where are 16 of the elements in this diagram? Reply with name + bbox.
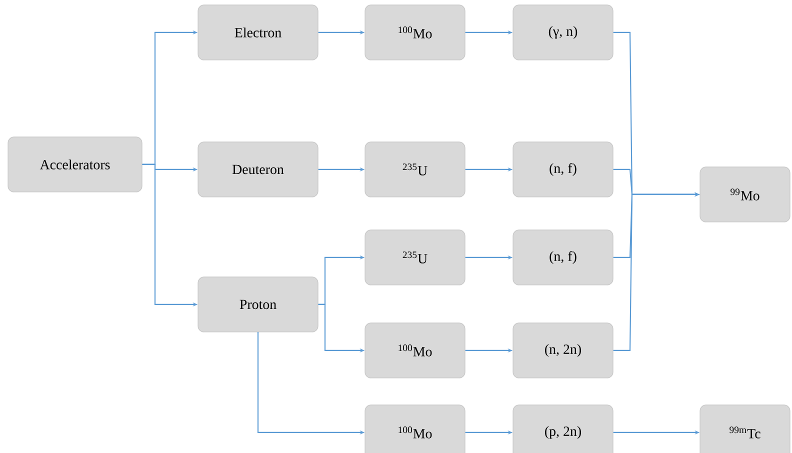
process-box: $^{235}$U: [364, 230, 466, 286]
process-box: (n, f): [512, 142, 614, 198]
process-box: $^{100}$Mo: [364, 4, 466, 60]
process-box: $^{235}$U: [364, 142, 466, 198]
process-box: $^{99m}$Tc: [700, 404, 790, 453]
process-box: (n, f): [512, 230, 614, 286]
process-box: Proton: [198, 276, 318, 332]
process-box: $^{100}$Mo: [364, 404, 466, 453]
process-box: Electron: [198, 4, 318, 60]
process-box: (γ, n): [512, 4, 614, 60]
process-box: $^{100}$Mo: [364, 322, 466, 378]
process-box: (p, 2n): [512, 404, 614, 453]
process-box: Deuteron: [198, 142, 318, 198]
process-box: $^{99}$Mo: [700, 166, 790, 222]
process-box: Accelerators: [8, 136, 142, 192]
process-box: (n, 2n): [512, 322, 614, 378]
